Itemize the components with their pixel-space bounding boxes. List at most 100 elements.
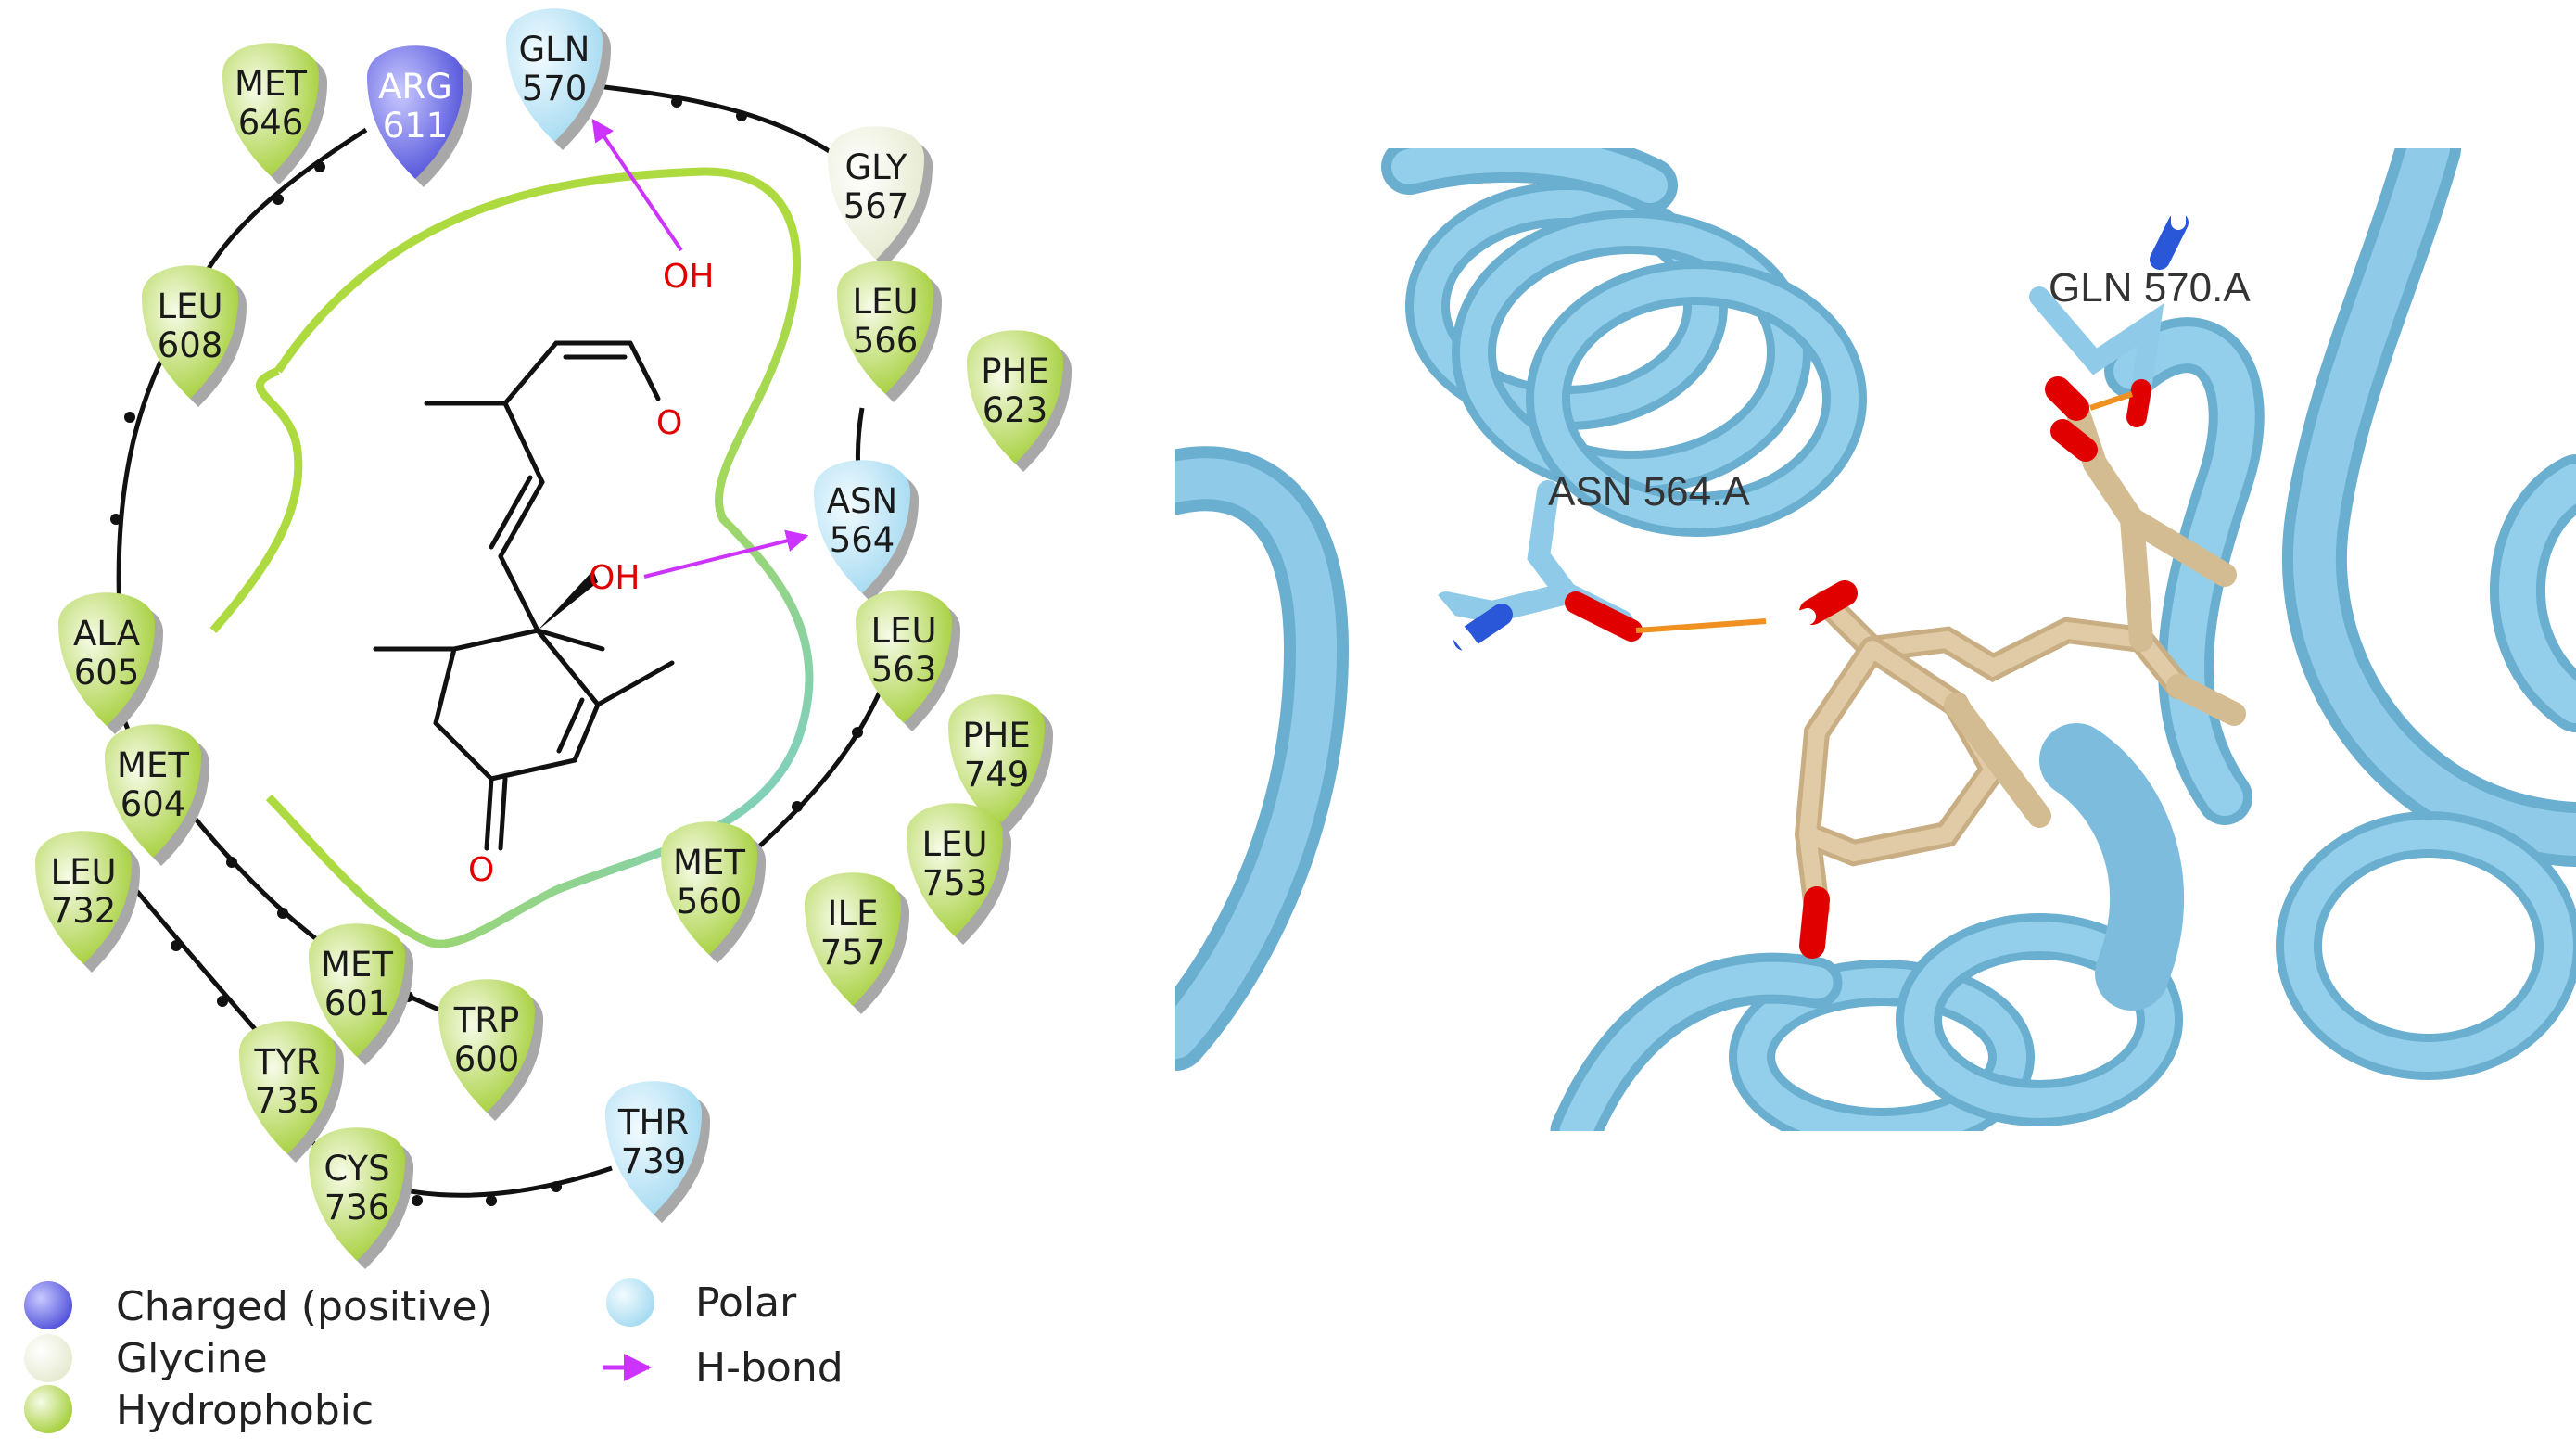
residue-number: 601 (324, 984, 390, 1024)
residue-number: 604 (121, 784, 186, 824)
structure-3d-view: GLN 570.A ASN 564.A (1175, 148, 2576, 1131)
ligand-skeleton (373, 340, 675, 851)
residue-name: MET (321, 945, 393, 985)
label-asn564: ASN 564.A (1548, 469, 1750, 515)
residue-number: 736 (324, 1188, 390, 1227)
legend-label-hbond: H-bond (695, 1344, 844, 1392)
residue-shape-polar (605, 1081, 702, 1215)
residue-name: MET (673, 843, 745, 883)
atom-oh-top: OH (663, 258, 714, 296)
residue-shape-hydrophobic (661, 821, 757, 955)
residue-number: 749 (964, 755, 1030, 795)
hbond-line-gln570 (2089, 391, 2133, 411)
residue-number: 564 (830, 520, 895, 560)
residue-name: TYR (254, 1042, 321, 1082)
hbond-arrow-asn564 (643, 529, 809, 579)
stereo-wedge (538, 570, 598, 630)
residue-name: ARG (378, 67, 452, 107)
residue-number: 605 (74, 653, 140, 693)
residue-name: GLY (845, 147, 907, 187)
residue-number: 646 (238, 103, 304, 143)
residue-name: LEU (50, 852, 116, 892)
residue-shape-polar (814, 460, 910, 593)
residue-name: MET (117, 745, 189, 785)
residue-name: CYS (324, 1149, 389, 1189)
pocket-outline (209, 167, 814, 948)
residue-number: 611 (383, 106, 449, 146)
residue-number: 570 (522, 69, 588, 108)
legend-label-hydrophobic: Hydrophobic (116, 1387, 374, 1434)
ligand-sticks (1771, 376, 2246, 959)
interaction-diagram: OH O OH O MET646ARG611GLN570GLY567LEU566… (35, 8, 1072, 1269)
legend-label-charged: Charged (positive) (116, 1283, 493, 1330)
residue-name: ILE (828, 894, 879, 934)
legend-swatch-glycine (24, 1334, 72, 1382)
residue-number: 623 (983, 390, 1048, 430)
residue-shape-hydrophobic (222, 43, 319, 176)
residue-shape-charged (367, 45, 463, 179)
hbond-line-asn564 (1635, 618, 1767, 633)
atom-o-ketone: O (468, 851, 494, 889)
residue-shape-glycine (828, 126, 924, 260)
residue-number: 600 (454, 1039, 520, 1079)
residue-shape-hydrophobic (309, 923, 405, 1057)
residue-name: PHE (962, 716, 1031, 756)
residue-number: 563 (871, 650, 937, 690)
residue-name: MET (235, 64, 307, 104)
residue-number: 735 (255, 1081, 321, 1121)
residue-markers: MET646ARG611GLN570GLY567LEU566PHE623LEU6… (35, 8, 1072, 1269)
legend-swatch-charged (24, 1281, 72, 1329)
atom-o-acid: O (656, 404, 682, 442)
residue-name: ALA (73, 614, 140, 654)
residue-name: LEU (157, 286, 222, 326)
residue-shape-hydrophobic (35, 831, 132, 964)
residue-number: 567 (844, 186, 909, 226)
residue-number: 566 (853, 321, 919, 361)
legend-swatch-polar (606, 1278, 654, 1327)
residue-number: 753 (922, 863, 988, 903)
residue-name: TRP (453, 1000, 520, 1040)
residue-shape-hydrophobic (142, 265, 238, 399)
protein-ribbons (1175, 148, 2576, 1131)
residue-shape-hydrophobic (105, 724, 201, 858)
residue-shape-hydrophobic (58, 592, 155, 726)
residue-shape-hydrophobic (239, 1021, 336, 1154)
residue-shape-hydrophobic (438, 979, 535, 1113)
residue-number: 732 (51, 891, 117, 931)
residue-name: LEU (852, 282, 918, 322)
residue-name: ASN (827, 481, 897, 521)
legend-label-polar: Polar (695, 1279, 797, 1327)
residue-shape-hydrophobic (967, 330, 1063, 464)
label-gln570: GLN 570.A (2049, 265, 2251, 311)
residue-shape-hydrophobic (837, 261, 933, 394)
legend-swatch-hydrophobic (24, 1385, 72, 1433)
hbond-arrow-gln570 (591, 119, 683, 252)
residue-shape-hydrophobic (856, 590, 952, 723)
residue-shape-hydrophobic (948, 694, 1045, 828)
residue-shape-hydrophobic (309, 1127, 405, 1261)
residue-name: PHE (981, 351, 1049, 391)
legend: Charged (positive) Glycine Hydrophobic P… (24, 1278, 844, 1434)
residue-shape-polar (506, 8, 603, 142)
residue-number: 757 (820, 933, 886, 973)
residue-number: 608 (158, 325, 223, 365)
residue-number: 560 (677, 882, 742, 922)
residue-sticks (1405, 173, 2189, 685)
